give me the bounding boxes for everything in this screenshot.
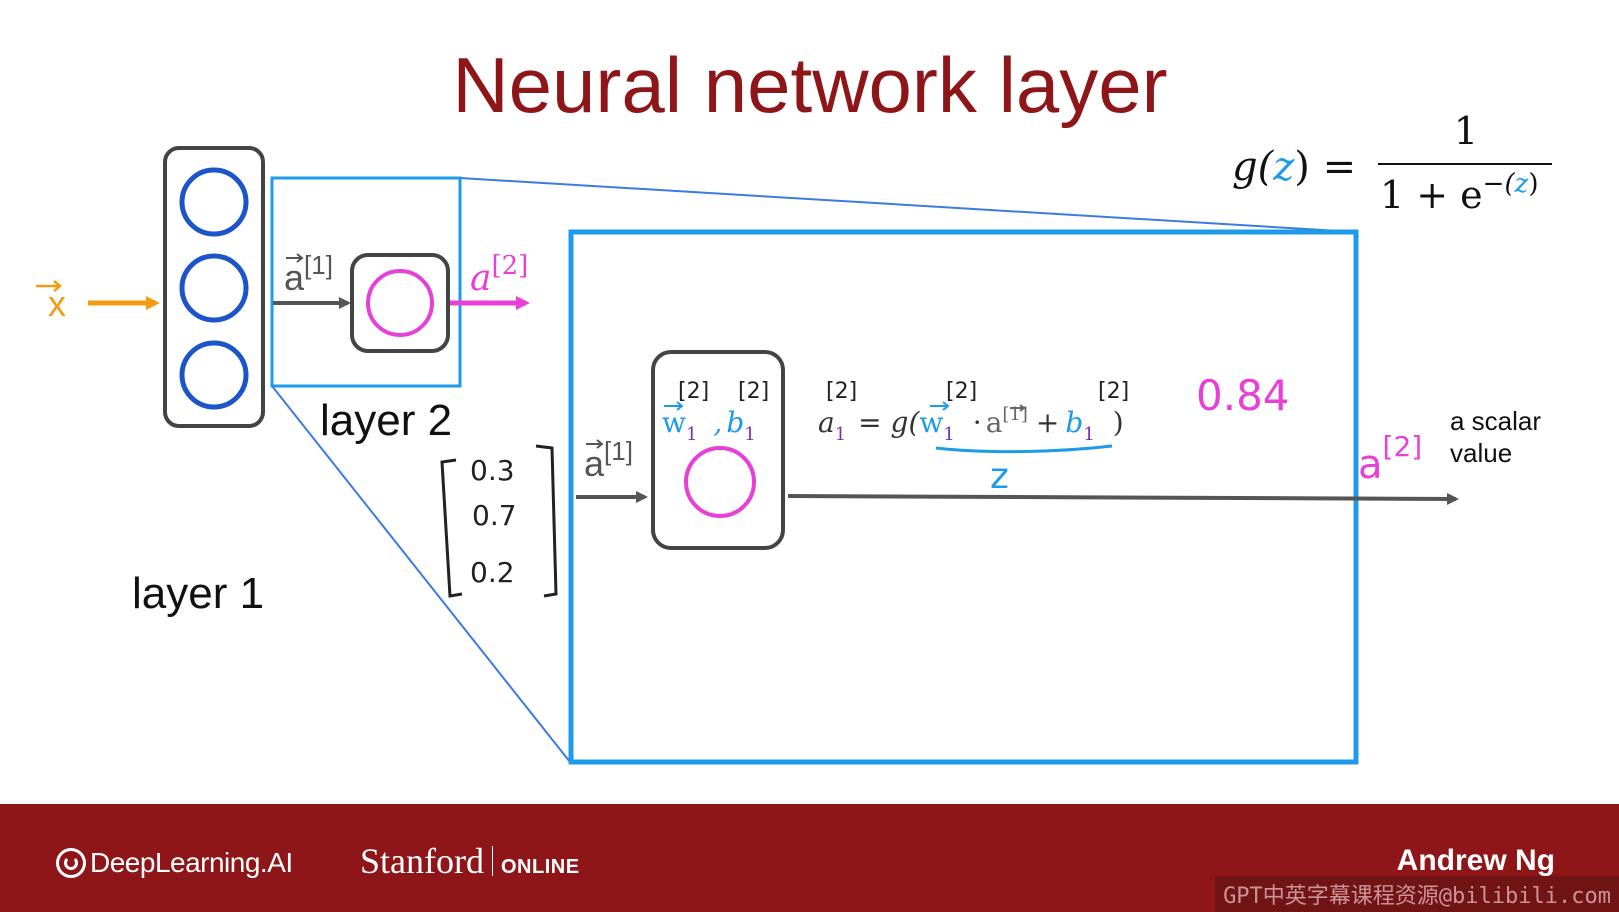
eq-w-sup: [2] bbox=[946, 379, 977, 404]
deeplearning-logo: DeepLearning.AI bbox=[56, 844, 293, 882]
layer1-neuron-3 bbox=[179, 340, 249, 410]
eq-b-sub: 1 bbox=[1083, 424, 1094, 445]
layer2-box bbox=[350, 253, 450, 353]
input-x-label: x bbox=[48, 283, 66, 324]
param-w-sub: 1 bbox=[686, 424, 697, 445]
eq-close: ) bbox=[1113, 406, 1124, 439]
z-note: z bbox=[990, 456, 1009, 497]
stanford-online-logo: Stanford ONLINE bbox=[360, 840, 580, 882]
param-b-sup: [2] bbox=[738, 379, 769, 404]
sigmoid-exp-open: −( bbox=[1483, 169, 1516, 199]
sigmoid-equals: ) = bbox=[1294, 144, 1356, 190]
layer1-box bbox=[163, 146, 265, 428]
param-w: w bbox=[662, 406, 686, 439]
sigmoid-numerator: 1 bbox=[1454, 109, 1478, 153]
eq-b: b bbox=[1065, 406, 1083, 439]
param-sep: , bbox=[713, 406, 722, 439]
a2-output-sup: [2] bbox=[491, 251, 528, 281]
param-b-sub: 1 bbox=[744, 424, 755, 445]
deeplearning-logo-text: DeepLearning.AI bbox=[90, 847, 293, 878]
zoom-a1-sup: [1] bbox=[604, 436, 633, 466]
sigmoid-exp-z: z bbox=[1514, 169, 1529, 199]
sigmoid-z: z bbox=[1272, 144, 1295, 190]
eq-w-vector-arrow bbox=[930, 401, 950, 411]
scalar-note-line1: a scalar bbox=[1450, 406, 1541, 436]
stanford-name: Stanford bbox=[360, 841, 484, 881]
param-b: b bbox=[726, 406, 744, 439]
sigmoid-denominator: 1 + e bbox=[1380, 173, 1483, 217]
a1-arrow-label: a bbox=[284, 257, 305, 298]
result-value: 0.84 bbox=[1196, 371, 1290, 420]
eq-b-sup: [2] bbox=[1098, 379, 1129, 404]
vector-value-2: 0.7 bbox=[472, 499, 517, 532]
svg-text:a[1]: a[1] bbox=[584, 436, 633, 484]
eq-a: a bbox=[986, 406, 1003, 439]
sigmoid-exp-close: ) bbox=[1528, 169, 1538, 199]
layer2-label: layer 2 bbox=[320, 396, 452, 445]
a1-vector-arrow bbox=[286, 253, 304, 263]
eq-plus: + bbox=[1036, 406, 1059, 439]
layer2-neuron bbox=[366, 269, 434, 337]
svg-text:w1,b1: w1,b1 bbox=[662, 406, 756, 445]
eq-dot: · bbox=[973, 406, 982, 439]
vector-value-3: 0.2 bbox=[470, 556, 515, 589]
layer2-highlight-box bbox=[270, 176, 462, 388]
footer-bar: DeepLearning.AI Stanford ONLINE Andrew N… bbox=[0, 804, 1619, 912]
eq-lhs-sup: [2] bbox=[826, 379, 857, 404]
eq-lhs: a bbox=[818, 406, 835, 439]
param-w-vector-arrow bbox=[664, 401, 684, 411]
zoom-a1-label: a bbox=[584, 443, 605, 484]
zoom-neuron bbox=[684, 446, 756, 518]
scalar-output-label: a bbox=[1358, 442, 1383, 488]
vector-value-1: 0.3 bbox=[470, 454, 515, 487]
a1-arrow-sup: [1] bbox=[304, 250, 333, 280]
scalar-note-line2: value bbox=[1450, 438, 1512, 468]
slide-title: Neural network layer bbox=[452, 41, 1167, 129]
svg-text:a1= g(w1·a[1]+b1): a1= g(w1·a[1]+b1) bbox=[818, 404, 1124, 445]
neuron-params: [2] [2] w1,b1 bbox=[662, 379, 769, 445]
stanford-online: ONLINE bbox=[500, 856, 580, 878]
eq-w: w bbox=[919, 406, 943, 439]
eq-w-sub: 1 bbox=[943, 424, 954, 445]
stanford-separator bbox=[491, 846, 493, 876]
eq-equals-g: = g( bbox=[858, 406, 920, 439]
svg-text:g(z) =: g(z) = bbox=[1232, 144, 1356, 190]
param-w-sup: [2] bbox=[678, 379, 709, 404]
vector-bracket-left bbox=[440, 458, 463, 598]
eq-a-vector-arrow bbox=[1010, 404, 1026, 412]
sigmoid-g: g( bbox=[1232, 144, 1275, 190]
zoom-line-top bbox=[459, 177, 1357, 233]
watermark: GPT中英字幕课程资源@bilibili.com bbox=[1215, 876, 1619, 912]
svg-text:a[1]: a[1] bbox=[284, 250, 333, 298]
activation-equation: [2] [2] [2] a1= g(w1·a[1]+b1) z bbox=[818, 379, 1129, 497]
a2-output-label: a bbox=[470, 258, 491, 299]
svg-text:1 + e−(z): 1 + e−(z) bbox=[1380, 169, 1538, 217]
layer1-neuron-2 bbox=[179, 253, 249, 323]
layer1-label: layer 1 bbox=[132, 569, 264, 618]
zoom-output-arrow bbox=[787, 492, 1459, 505]
sigmoid-formula: g(z) = 1 1 + e−(z) bbox=[1232, 109, 1552, 217]
input-x-vector-arrow bbox=[36, 280, 62, 292]
author-name: Andrew Ng bbox=[1396, 844, 1555, 877]
eq-lhs-sub: 1 bbox=[835, 424, 846, 445]
zoom-neuron-box bbox=[651, 350, 785, 550]
layer1-neuron-1 bbox=[179, 167, 249, 237]
zoom-a1-vector-arrow bbox=[586, 439, 604, 449]
z-underline bbox=[935, 444, 1113, 454]
zoom-line-bottom bbox=[271, 385, 571, 763]
svg-text:a[2]: a[2] bbox=[470, 251, 528, 299]
vector-bracket-right bbox=[535, 444, 558, 598]
scalar-output-sup: [2] bbox=[1383, 430, 1423, 463]
deeplearning-logo-icon bbox=[56, 848, 86, 878]
svg-text:a[2]: a[2] bbox=[1358, 430, 1422, 488]
